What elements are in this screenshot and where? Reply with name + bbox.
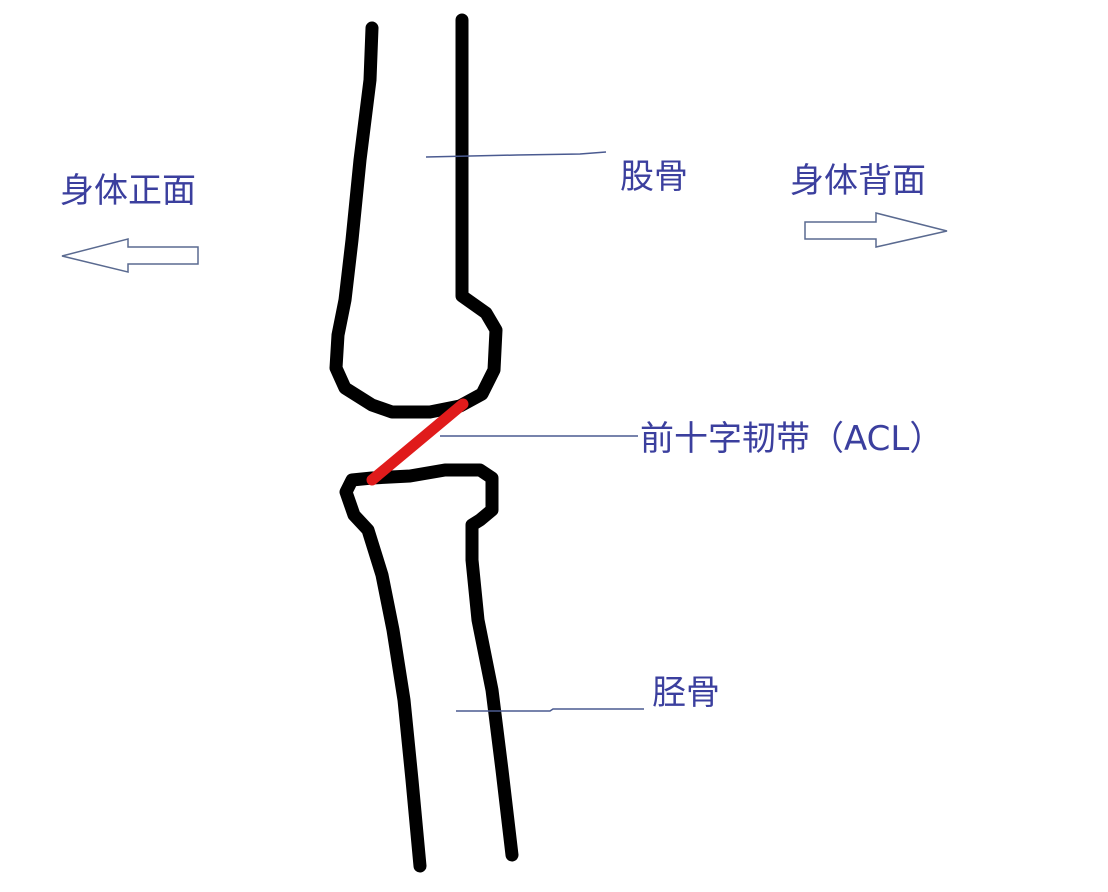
femur-leader-line [425,151,607,158]
tibia-outline [339,463,519,873]
arrow-left-icon [61,238,199,273]
tibia-label: 胫骨 [652,673,720,713]
back-label: 身体背面 [790,161,926,201]
front-label: 身体正面 [60,171,196,211]
femur-outline [329,13,503,419]
femur-label: 股骨 [620,157,688,197]
acl-ligament [366,398,469,486]
acl-label: 前十字韧带（ACL） [640,419,944,459]
tibia-leader-line [456,708,644,712]
arrow-right-icon [804,212,948,248]
